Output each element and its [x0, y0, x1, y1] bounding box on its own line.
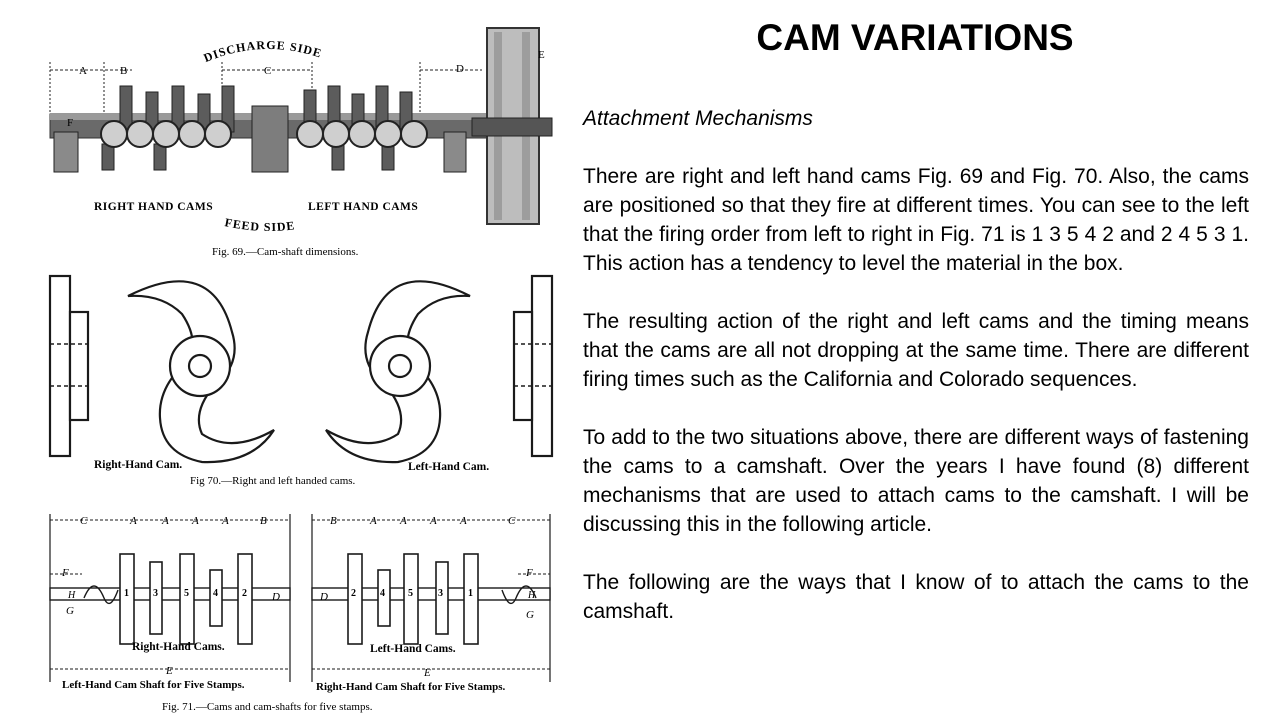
slide-body: Attachment Mechanisms There are right an… [583, 104, 1249, 626]
fig71-right-cam-3: 3 [438, 588, 443, 599]
fig71-right-cam-4: 4 [380, 588, 385, 599]
fig69-cams [100, 85, 428, 171]
body-paragraph-2: The resulting action of the right and le… [583, 310, 1249, 391]
fig71-left-cam-5: 5 [184, 588, 189, 599]
fig71-right-title: Right-Hand Cam Shaft for Five Stamps. [316, 681, 506, 693]
fig71-left-inner-label: Right-Hand Cams. [132, 641, 225, 653]
fig69-dim-f: F [67, 117, 73, 129]
slide-title: CAM VARIATIONS [756, 17, 1074, 58]
fig71-right-dim-b: B [330, 515, 337, 527]
fig69-drawing [49, 27, 553, 225]
cam-figures-svg: DISCHARGE SIDE FEED SIDE RIGHT HAND CAMS… [48, 27, 554, 713]
fig71-left-title: Left-Hand Cam Shaft for Five Stamps. [62, 679, 245, 691]
fig71-left-dim-a1: A [129, 515, 137, 527]
fig69-top-label: DISCHARGE SIDE [202, 38, 324, 65]
fig71-left-dim-b: B [260, 515, 267, 527]
fig69-dim-a: A [79, 65, 87, 77]
fig71-left-shaft-g: G [66, 605, 74, 617]
fig71-right-shaft-h: H [527, 590, 536, 601]
body-paragraph-4: The following are the ways that I know o… [583, 571, 1249, 623]
slide-subheading: Attachment Mechanisms [583, 107, 813, 130]
fig69-dim-e: E [538, 49, 545, 61]
fig71-right-span-e: E [423, 667, 431, 679]
fig71-left-cam-4: 4 [213, 588, 218, 599]
fig69-bottom-label: FEED SIDE [224, 215, 297, 234]
fig69-dim-b: B [120, 65, 127, 77]
fig71-left-dim-a2: A [161, 515, 169, 527]
fig71-right-shaft-f: F [525, 567, 533, 579]
fig71-left-dim-c: C [80, 515, 88, 527]
fig71-right-dim-a4: A [459, 515, 467, 527]
fig71-left-dim-a4: A [221, 515, 229, 527]
fig71-drawing [49, 514, 551, 682]
fig69-left-label: RIGHT HAND CAMS [94, 201, 213, 213]
fig69-dim-c: C [264, 65, 271, 77]
fig70-drawing [48, 274, 554, 464]
fig71-right-cam-2: 2 [351, 588, 356, 599]
fig71-left-dim-a3: A [191, 515, 199, 527]
fig70-right-label: Left-Hand Cam. [408, 461, 489, 473]
fig71-right-dim-a3: A [429, 515, 437, 527]
fig71-right-cam-5: 5 [408, 588, 413, 599]
fig71-left-cam-3: 3 [153, 588, 158, 599]
body-paragraph-3: To add to the two situations above, ther… [583, 426, 1249, 536]
fig69-caption: Fig. 69.—Cam-shaft dimensions. [212, 246, 359, 258]
fig71-right-dim-c: C [508, 515, 516, 527]
fig69-right-label: LEFT HAND CAMS [308, 201, 418, 213]
fig71-right-shaft-g: G [526, 609, 534, 621]
fig70-caption: Fig 70.—Right and left handed cams. [190, 475, 356, 487]
fig71-right-dim-a1: A [369, 515, 377, 527]
fig71-right-inner-label: Left-Hand Cams. [370, 643, 456, 655]
fig71-right-dim-a2: A [399, 515, 407, 527]
fig71-left-shaft-d: D [271, 591, 280, 603]
fig71-right-shaft-d: D [319, 591, 328, 603]
fig70-left-label: Right-Hand Cam. [94, 459, 182, 471]
fig69-dim-d: D [456, 63, 464, 75]
fig71-left-cam-1: 1 [124, 588, 129, 599]
fig71-left-shaft-f: F [61, 567, 69, 579]
fig71-caption: Fig. 71.—Cams and cam-shafts for five st… [162, 701, 373, 713]
figure-illustration: DISCHARGE SIDE FEED SIDE RIGHT HAND CAMS… [32, 14, 572, 718]
body-paragraph-1: There are right and left hand cams Fig. … [583, 165, 1249, 275]
fig71-left-cam-2: 2 [242, 588, 247, 599]
fig71-left-shaft-h: H [67, 590, 76, 601]
fig71-left-span-e: E [165, 665, 173, 677]
fig71-right-cam-1: 1 [468, 588, 473, 599]
